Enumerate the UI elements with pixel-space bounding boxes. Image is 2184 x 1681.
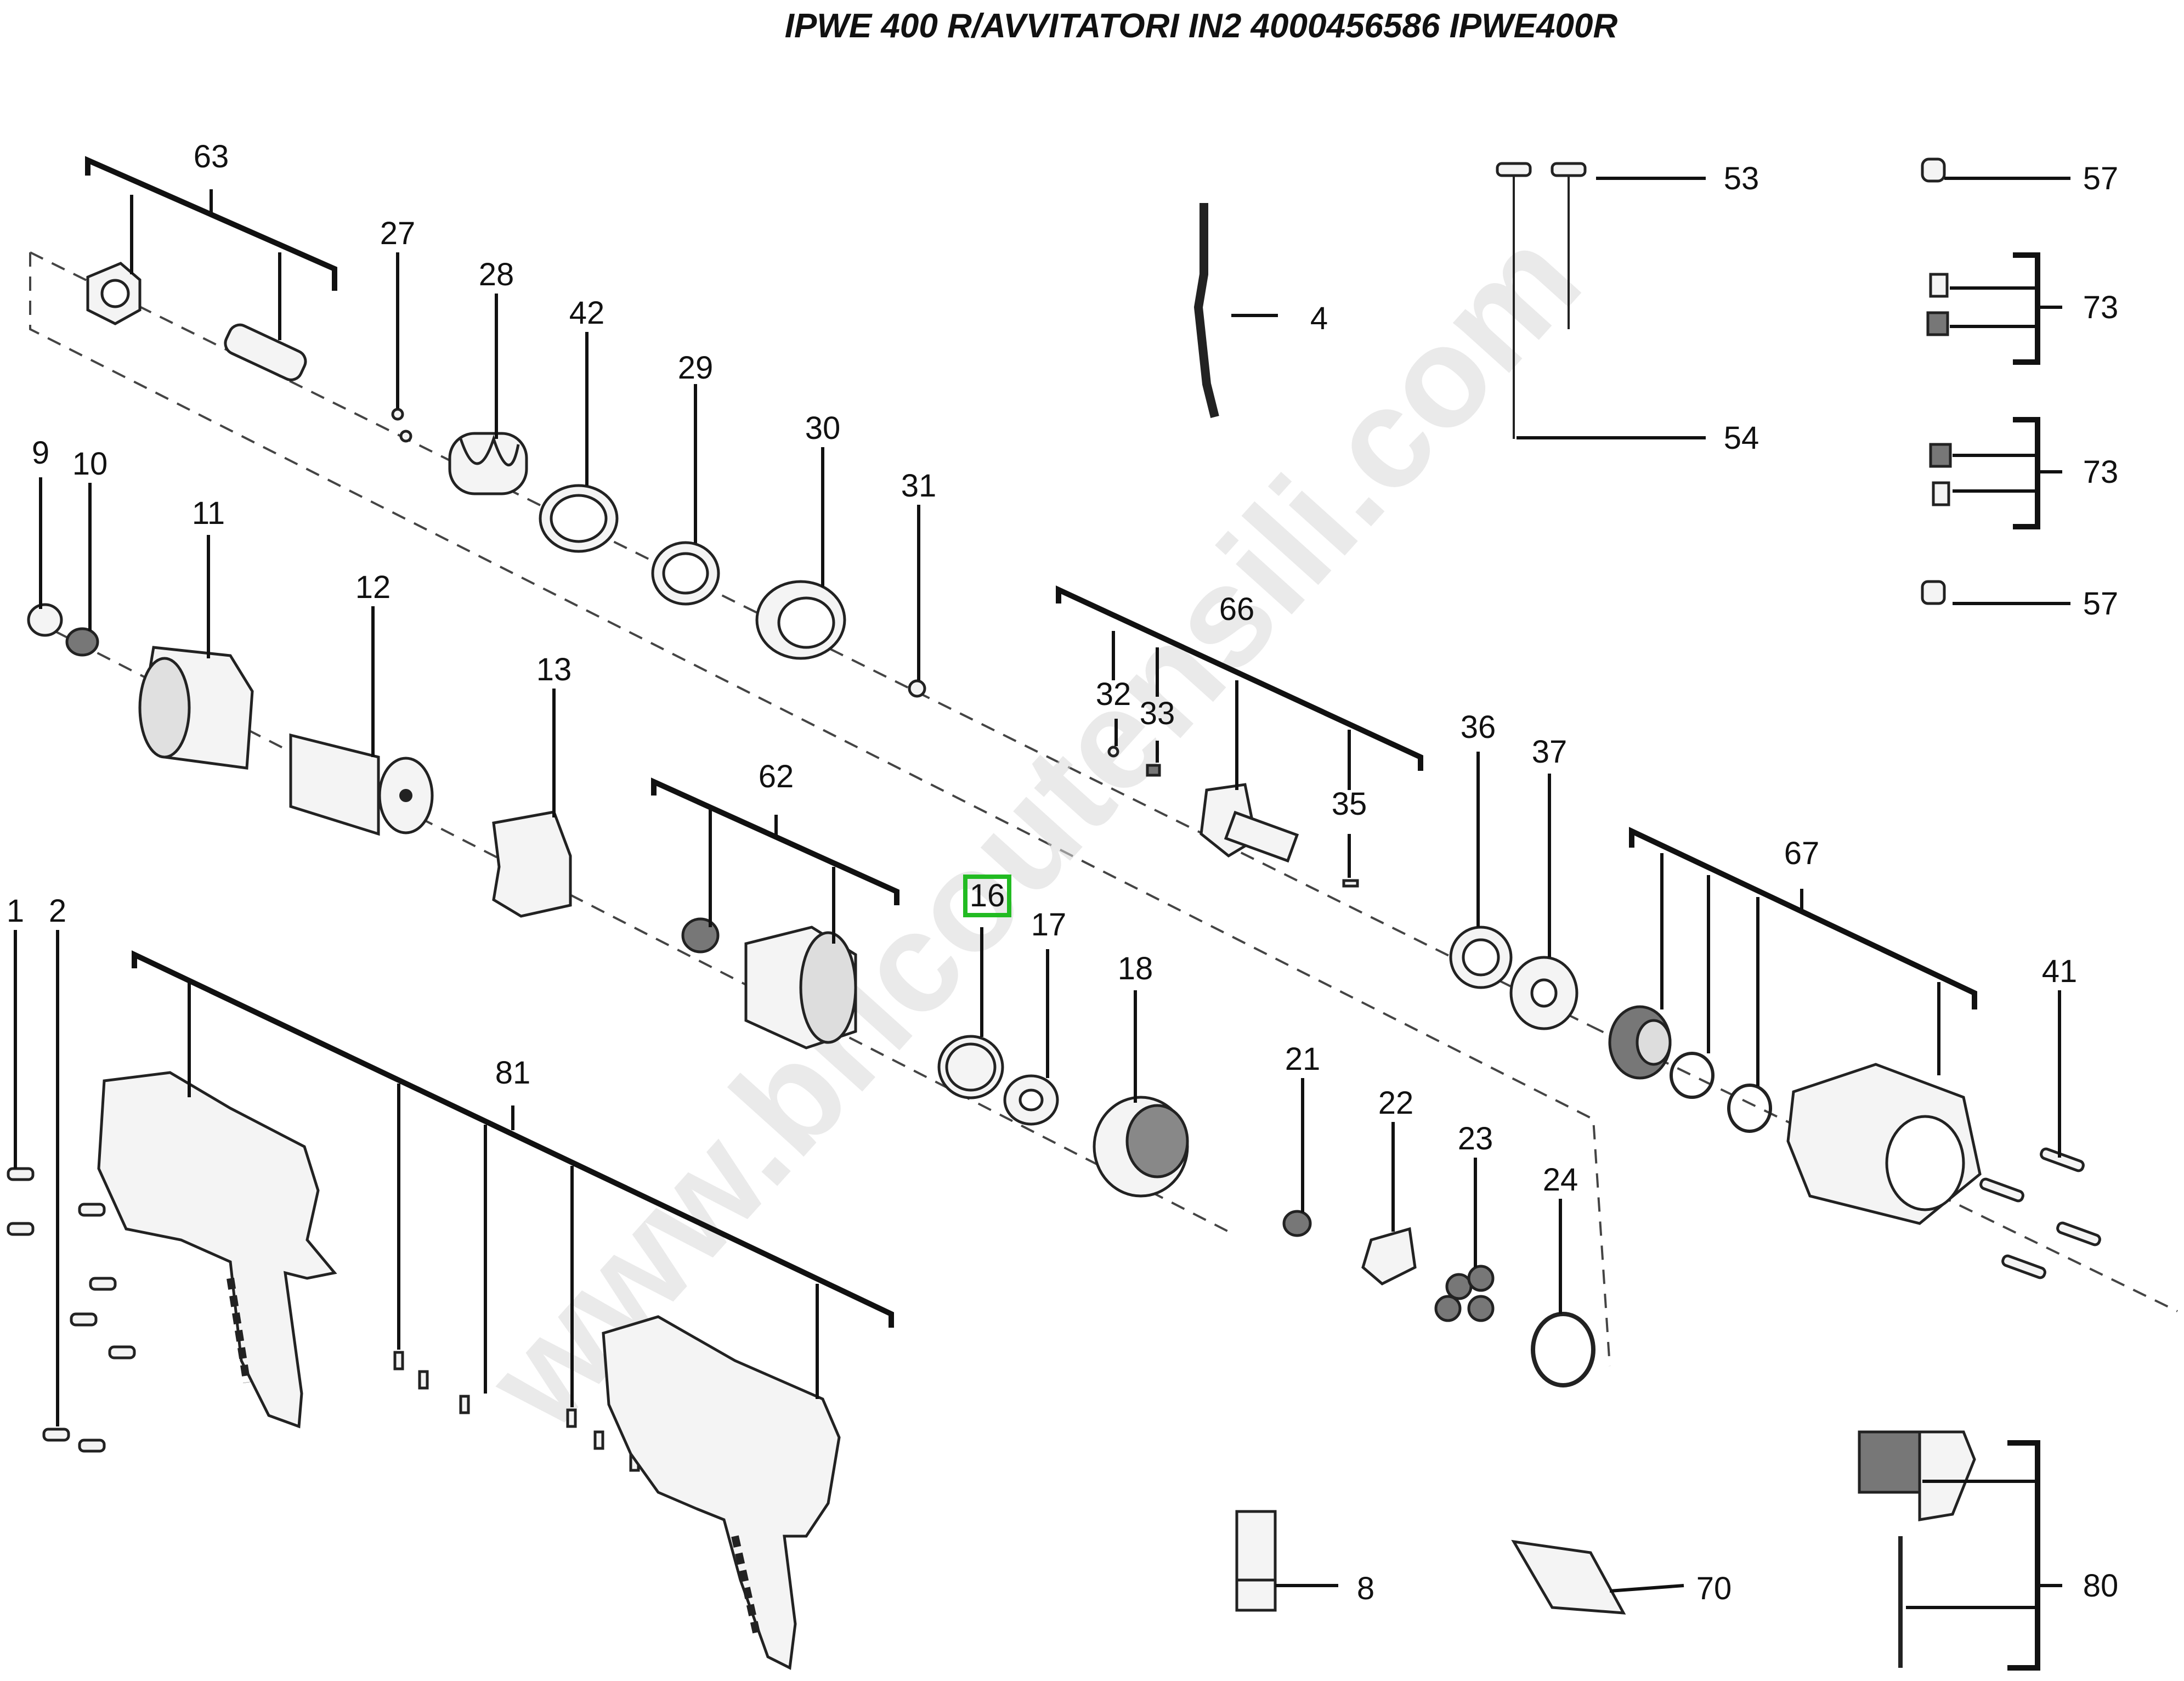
callout-label: 13: [536, 652, 572, 687]
callout-label: 63: [194, 139, 229, 174]
callout-labels: 1 2 4 8 9 10 11 12 13 16 17 18 21 22 23 …: [7, 139, 2118, 1606]
part-12-armature: [289, 733, 434, 836]
callout-label: 73: [2083, 290, 2119, 325]
callout-label: 24: [1543, 1162, 1578, 1198]
part-81-housing-right: [602, 1315, 841, 1670]
callout-label: 1: [7, 893, 24, 929]
callout-label: 66: [1219, 591, 1255, 627]
callout-label: 12: [355, 569, 391, 605]
callout-label: 36: [1461, 709, 1496, 745]
callout-label: 42: [569, 295, 605, 331]
diagram-title: IPWE 400 R/AVVITATORI IN2 4000456586 IPW…: [785, 7, 1618, 45]
callout-label: 10: [72, 446, 108, 482]
callout-label: 67: [1784, 836, 1820, 871]
parts: [7, 157, 2101, 1670]
callout-label: 54: [1724, 420, 1759, 456]
callout-label: 41: [2042, 954, 2078, 989]
selected-part-highlight: [963, 875, 1011, 917]
callout-label: 4: [1310, 301, 1328, 336]
callout-label-selected: 16: [970, 878, 1005, 913]
callout-label: 81: [495, 1055, 531, 1091]
callout-label: 73: [2083, 454, 2119, 490]
part-62-gear-housing: [744, 926, 857, 1050]
callout-label: 11: [192, 495, 225, 531]
callout-label: 28: [479, 257, 514, 292]
callout-label: 18: [1118, 951, 1153, 986]
part-18-ring-gear: [1093, 1096, 1189, 1198]
callout-label: 9: [32, 435, 49, 471]
screws-1-2: [7, 1167, 136, 1453]
callout-label: 17: [1031, 907, 1067, 943]
callout-label: 62: [759, 759, 794, 794]
part-66-anvil: [1199, 783, 1299, 863]
callout-label: 22: [1378, 1085, 1414, 1121]
callout-label: 32: [1096, 676, 1131, 712]
watermark: www.bricoutensili.com: [455, 200, 1610, 1459]
part-63-spindle: [224, 323, 307, 381]
part-28-spring: [448, 432, 528, 495]
part-67-collar: [1608, 1005, 1672, 1080]
callout-label: 29: [678, 350, 714, 386]
callout-label: 57: [2083, 161, 2119, 196]
callout-label: 33: [1140, 696, 1175, 731]
callout-label: 37: [1532, 734, 1568, 770]
callout-label: 31: [901, 468, 937, 504]
callout-label: 30: [805, 410, 841, 446]
callout-label: 8: [1357, 1571, 1374, 1606]
part-67-nose-housing: [1786, 1063, 1982, 1225]
callout-label: 70: [1696, 1571, 1732, 1606]
callout-label: 80: [2083, 1568, 2119, 1604]
callout-label: 21: [1285, 1041, 1321, 1077]
callout-label: 35: [1332, 786, 1367, 822]
part-81-housing-left: [97, 1071, 337, 1429]
callout-label: 23: [1458, 1121, 1493, 1157]
callout-label: 2: [49, 893, 66, 929]
callout-label: 57: [2083, 586, 2119, 622]
part-80-switch: [1858, 1430, 1976, 1668]
part-63-clutch-nut: [86, 262, 142, 325]
part-11-stator: [138, 646, 254, 770]
leaders: [14, 156, 2070, 1671]
callout-label: 53: [1724, 161, 1759, 196]
callout-label: 27: [380, 216, 416, 251]
